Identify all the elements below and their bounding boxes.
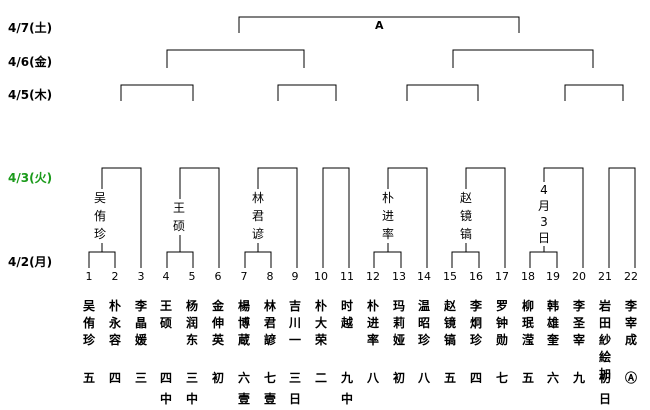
player-rank: 六壹 (237, 371, 250, 406)
player-rank: 四中 (159, 371, 172, 406)
player-rank: 九 (572, 371, 585, 385)
slot-number: 21 (598, 270, 612, 283)
player-rank: 七 (495, 371, 508, 385)
slot-number: 10 (314, 270, 328, 283)
slot-number: 2 (111, 270, 119, 283)
player-rank: 三 (134, 371, 147, 385)
slot-number: 13 (392, 270, 406, 283)
player-rank: Ⓐ (624, 371, 637, 385)
round-winner-label: 4月3日 (536, 182, 552, 246)
date-label-round-2: 4/5(木) (8, 88, 53, 102)
player-name: 罗钟勋 (495, 299, 508, 347)
slot-number: 11 (340, 270, 354, 283)
slot-number: 19 (546, 270, 560, 283)
slot-number: 17 (495, 270, 509, 283)
player-name: 杨润东 (185, 299, 198, 347)
player-name: 朴进率 (366, 299, 379, 347)
bracket-line (166, 49, 305, 68)
bracket-line (120, 84, 194, 101)
player-rank: 初 (392, 371, 405, 385)
player-rank: 八 (366, 371, 379, 385)
slot-number: 8 (266, 270, 274, 283)
slot-number: 6 (214, 270, 222, 283)
slot-number: 14 (417, 270, 431, 283)
player-name: 林君諺 (263, 299, 276, 347)
round-winner-label: 赵镜镐 (458, 189, 474, 243)
slot-number: 7 (240, 270, 248, 283)
bracket-line (373, 251, 402, 268)
player-rank: 九中 (340, 371, 353, 406)
player-name: 赵镜镐 (443, 299, 456, 347)
bracket-line (322, 167, 350, 268)
slot-number: 1 (85, 270, 93, 283)
slot-number: 15 (443, 270, 457, 283)
player-name: 李圣宰 (572, 299, 585, 347)
slot-number: 12 (366, 270, 380, 283)
date-label-round-3: 4/6(金) (8, 55, 53, 69)
bracket-line (238, 16, 520, 33)
player-name: 李炯珍 (469, 299, 482, 347)
player-name: 岩田紗絵加 (598, 299, 611, 381)
player-name: 玛莉娅 (392, 299, 405, 347)
bracket-line (529, 251, 558, 268)
player-name: 柳珉滢 (521, 299, 534, 347)
player-rank: 二 (314, 371, 327, 385)
bracket-line (88, 251, 116, 268)
slot-number: 18 (521, 270, 535, 283)
slot-number: 20 (572, 270, 586, 283)
slot-number: 16 (469, 270, 483, 283)
player-rank: 八 (417, 371, 430, 385)
player-rank: 六 (546, 371, 559, 385)
player-rank: 四 (108, 371, 121, 385)
bracket-line (406, 84, 479, 101)
player-name: 温昭珍 (417, 299, 430, 347)
bracket-line (608, 167, 636, 268)
player-name: 吉川一 (288, 299, 301, 347)
slot-number: 4 (162, 270, 170, 283)
final-winner-label: A (375, 19, 384, 32)
bracket-line (451, 251, 480, 268)
player-rank: 五 (443, 371, 456, 385)
player-name: 吴侑珍 (82, 299, 95, 347)
round-winner-label: 朴进率 (380, 189, 396, 243)
player-name: 韩雄奎 (546, 299, 559, 347)
player-rank: 三日 (288, 371, 301, 406)
player-name: 时越 (340, 299, 353, 330)
round-winner-label: 吴侑珍 (92, 189, 108, 243)
slot-number: 22 (624, 270, 638, 283)
player-name: 楊博蔵 (237, 299, 250, 347)
bracket-line (452, 49, 594, 68)
player-name: 朴永容 (108, 299, 121, 347)
player-name: 金伸英 (211, 299, 224, 347)
player-name: 王硕 (159, 299, 172, 330)
bracket-line (277, 84, 337, 101)
round-winner-label: 王硕 (171, 199, 187, 235)
bracket-line (564, 84, 624, 101)
player-rank: 初日 (598, 371, 611, 406)
player-name: 朴大荣 (314, 299, 327, 347)
player-rank: 五 (82, 371, 95, 385)
date-label-round-1: 4/3(火) (8, 171, 53, 185)
date-label-round-4: 4/7(土) (8, 21, 53, 35)
player-rank: 四 (469, 371, 482, 385)
player-name: 李宰成 (624, 299, 637, 347)
date-label-round-0: 4/2(月) (8, 255, 53, 269)
slot-number: 9 (291, 270, 299, 283)
player-rank: 七壹 (263, 371, 276, 406)
slot-number: 3 (137, 270, 145, 283)
player-rank: 五 (521, 371, 534, 385)
bracket-line (244, 251, 272, 268)
player-rank: 初 (211, 371, 224, 385)
round-winner-label: 林君谚 (250, 189, 266, 243)
player-rank: 三中 (185, 371, 198, 406)
player-name: 李晶媛 (134, 299, 147, 347)
slot-number: 5 (188, 270, 196, 283)
bracket-line (166, 251, 194, 268)
